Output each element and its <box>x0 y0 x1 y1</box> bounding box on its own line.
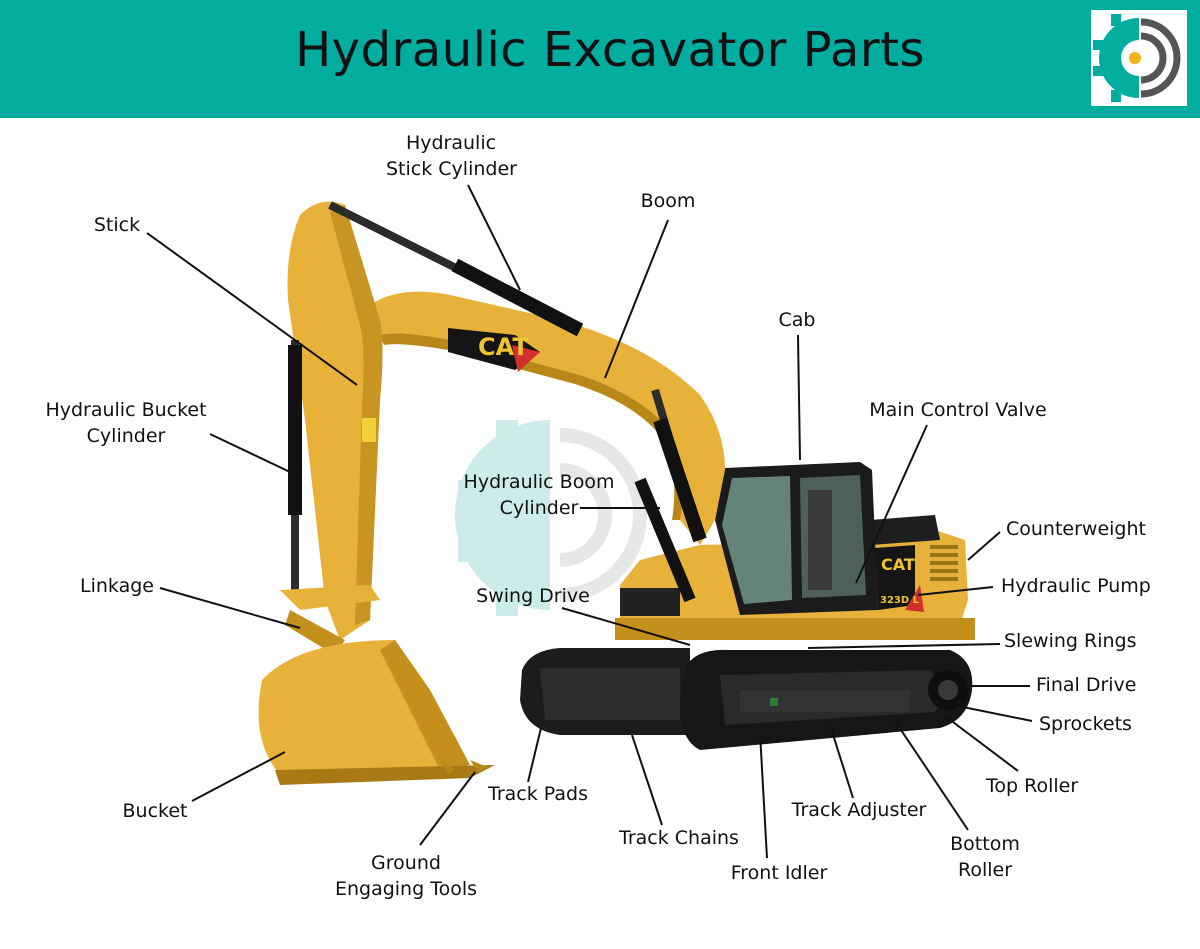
label-slewing-rings: Slewing Rings <box>1004 630 1137 652</box>
watermark-logo <box>455 420 647 616</box>
boom-arm <box>370 291 725 545</box>
label-stick: Stick <box>93 214 141 236</box>
label-line: Roller <box>957 859 1013 881</box>
label-hydraulic-bucket-cylinder: Hydraulic Bucket Cylinder <box>40 397 212 449</box>
label-hydraulic-boom-cylinder: Hydraulic Boom Cylinder <box>458 469 620 521</box>
label-line: Bottom <box>950 833 1020 855</box>
label-line: Hydraulic Bucket <box>45 399 207 421</box>
label-hydraulic-pump: Hydraulic Pump <box>1001 575 1151 597</box>
brand-logo <box>1091 10 1187 106</box>
label-track-pads: Track Pads <box>488 783 588 805</box>
label-line: Stick Cylinder <box>386 158 517 180</box>
label-counterweight: Counterweight <box>1006 518 1146 540</box>
label-bottom-roller: Bottom Roller <box>940 831 1030 883</box>
label-line: Cylinder <box>499 497 579 519</box>
leader-lines <box>146 184 1033 859</box>
label-final-drive: Final Drive <box>1036 674 1137 696</box>
label-swing-drive: Swing Drive <box>476 585 590 607</box>
label-cab: Cab <box>778 309 816 331</box>
label-ground-engaging-tools: Ground Engaging Tools <box>330 850 482 902</box>
bucket-assembly <box>258 585 495 785</box>
page-title: Hydraulic Excavator Parts <box>295 22 925 78</box>
operator-cab <box>715 462 878 615</box>
label-sprockets: Sprockets <box>1039 713 1132 735</box>
label-hydraulic-stick-cylinder: Hydraulic Stick Cylinder <box>386 130 517 182</box>
label-bucket: Bucket <box>122 800 188 822</box>
label-line: Engaging Tools <box>334 878 478 900</box>
label-linkage: Linkage <box>80 575 154 597</box>
title-banner <box>0 0 1200 118</box>
label-main-control-valve: Main Control Valve <box>869 399 1047 421</box>
label-line: Hydraulic Boom <box>463 471 615 493</box>
hydraulic-cylinders <box>288 201 707 603</box>
label-line: Hydraulic <box>405 132 497 154</box>
label-top-roller: Top Roller <box>986 775 1079 797</box>
stick-arm <box>287 201 383 640</box>
label-front-idler: Front Idler <box>730 862 828 884</box>
label-line: Ground <box>371 852 441 874</box>
label-line: Cylinder <box>86 425 166 447</box>
gear-wave-logo-icon <box>1093 14 1181 102</box>
label-track-chains: Track Chains <box>619 827 739 849</box>
undercarriage <box>520 648 973 750</box>
label-boom: Boom <box>640 190 696 212</box>
label-track-adjuster: Track Adjuster <box>791 799 927 821</box>
